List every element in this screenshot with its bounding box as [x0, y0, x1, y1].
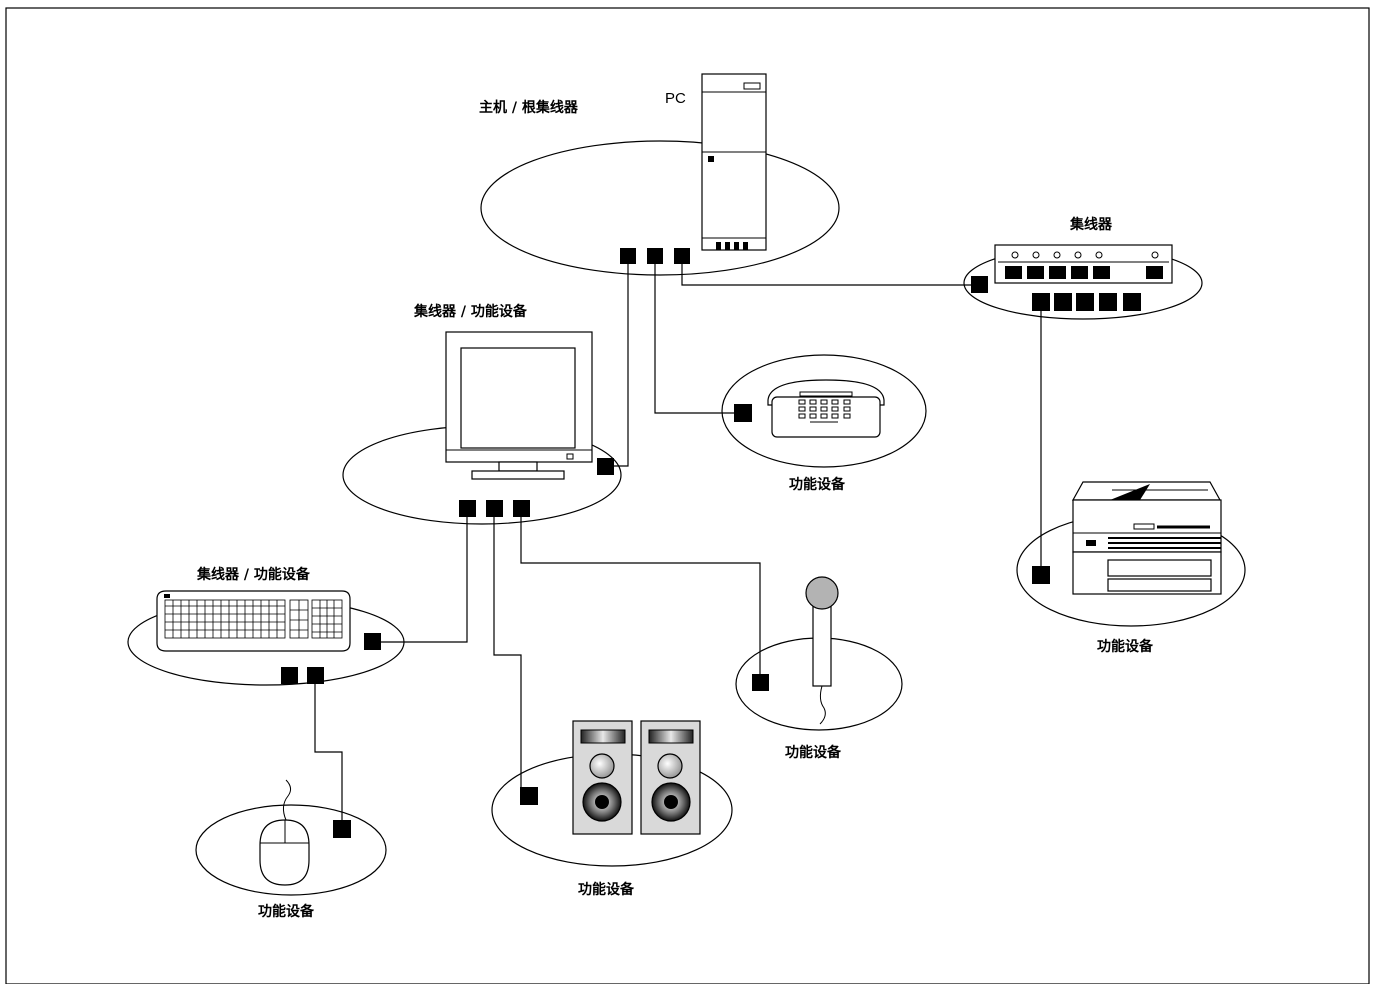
monitor-port-1 — [459, 500, 476, 517]
keyboard-hub-label: 集线器 / 功能设备 — [196, 566, 311, 583]
monitor-upstream-port — [597, 458, 614, 475]
hub-port-1 — [1032, 293, 1050, 311]
hub-label: 集线器 — [1069, 216, 1113, 233]
mic-port — [752, 674, 769, 691]
printer-icon — [1071, 481, 1222, 595]
pc-tower-icon — [701, 73, 767, 251]
microphone-icon — [805, 576, 839, 725]
monitor-icon — [445, 331, 593, 480]
mouse-label: 功能设备 — [258, 903, 315, 920]
keyboard-icon — [156, 590, 351, 652]
monitor-port-2 — [486, 500, 503, 517]
mic-label: 功能设备 — [785, 744, 842, 761]
speakers-port — [520, 787, 538, 805]
pc-label: PC — [665, 90, 686, 107]
monitor-port-3 — [513, 500, 530, 517]
monitor-hub-label: 集线器 / 功能设备 — [413, 303, 528, 320]
printer-label: 功能设备 — [1097, 638, 1154, 655]
usb-cables — [314, 264, 1042, 820]
mouse-port — [333, 820, 351, 838]
keyboard-upstream-port — [364, 633, 381, 650]
mouse-ellipse — [195, 804, 387, 896]
keyboard-port-2 — [307, 667, 324, 684]
printer-port — [1032, 566, 1050, 584]
root-hub-label: 主机 / 根集线器 — [479, 99, 579, 116]
hub-port-2 — [1054, 293, 1072, 311]
phone-label: 功能设备 — [789, 476, 846, 493]
hub-upstream-port — [971, 276, 988, 293]
root-hub-ellipse — [480, 140, 840, 276]
root-port-1 — [620, 248, 636, 264]
keyboard-port-1 — [281, 667, 298, 684]
root-port-2 — [647, 248, 663, 264]
phone-ellipse — [721, 354, 927, 468]
mouse-icon — [259, 779, 310, 886]
hub-port-5 — [1123, 293, 1141, 311]
root-port-3 — [674, 248, 690, 264]
phone-port — [734, 404, 752, 422]
speakers-icon — [572, 720, 701, 835]
page-frame — [5, 7, 1370, 984]
telephone-icon — [767, 379, 885, 438]
speakers-label: 功能设备 — [578, 881, 635, 898]
hub-port-4 — [1099, 293, 1117, 311]
hub-port-3 — [1076, 293, 1094, 311]
usb-hub-icon — [994, 244, 1173, 284]
